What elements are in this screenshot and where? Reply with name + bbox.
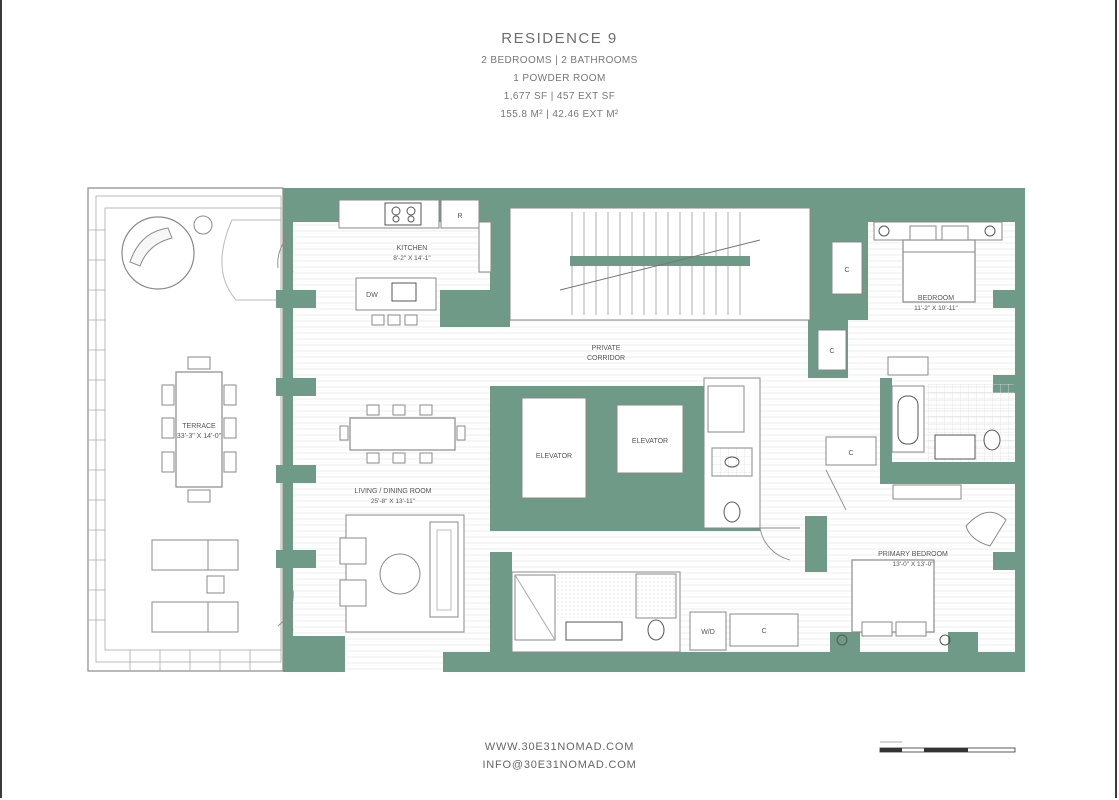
terrace-label: TERRACE	[182, 423, 216, 430]
closet-label-2: C	[829, 348, 834, 355]
elevators: ELEVATOR ELEVATOR	[521, 397, 684, 499]
living-dining-room: LIVING / DINING ROOM 25'-8" X 13'-11"	[339, 404, 466, 633]
elevator-1-label: ELEVATOR	[536, 453, 572, 460]
powder-room	[703, 377, 761, 529]
elevator-2-label: ELEVATOR	[632, 438, 668, 445]
email-link[interactable]: INFO@30E31NOMAD.COM	[482, 759, 637, 771]
bedroom-label: BEDROOM	[918, 295, 954, 302]
refrigerator-label: R	[457, 213, 462, 220]
scale-bar	[879, 741, 1016, 753]
primary-bedroom-label: PRIMARY BEDROOM	[878, 551, 948, 558]
residence-title: RESIDENCE 9	[501, 30, 618, 47]
doors	[277, 231, 847, 631]
powder-room-line: 1 POWDER ROOM	[513, 73, 606, 84]
primary-bathroom: W/D C	[511, 571, 799, 653]
primary-bedroom: PRIMARY BEDROOM 13'-0" X 13'-0"	[836, 484, 1007, 646]
bedroom-dims: 11'-2" X 10'-11"	[914, 305, 958, 312]
contact-footer: WWW.30E31NOMAD.COM INFO@30E31NOMAD.COM	[0, 738, 1119, 774]
kitchen-dims: 8'-2" X 14'-1"	[393, 255, 431, 262]
website-link[interactable]: WWW.30E31NOMAD.COM	[484, 741, 635, 753]
stair-core	[509, 207, 811, 321]
bedroom-bathroom: C	[825, 356, 1014, 466]
residence-header: RESIDENCE 9 2 BEDROOMS | 2 BATHROOMS 1 P…	[0, 30, 1119, 124]
primary-bedroom-dims: 13'-0" X 13'-0"	[892, 561, 934, 568]
private-corridor: PRIVATE CORRIDOR	[587, 345, 625, 362]
square-meters-line: 155.8 M² | 42.46 EXT M²	[500, 109, 619, 120]
bedroom: C C BEDROOM 11'-2" X 10'-11"	[817, 221, 1003, 371]
living-dims: 25'-8" X 13'-11"	[371, 498, 416, 505]
closet-label-3: C	[848, 450, 853, 457]
terrace-dims: 33'-3" X 14'-0"	[177, 433, 222, 440]
kitchen: R DW KITCHEN 8'-2" X 14'-1"	[338, 199, 492, 326]
closet-label-4: C	[761, 628, 766, 635]
kitchen-label: KITCHEN	[397, 245, 428, 252]
dishwasher-label: DW	[366, 292, 378, 299]
bed-bath-line: 2 BEDROOMS | 2 BATHROOMS	[481, 55, 638, 66]
corridor-label-1: PRIVATE	[592, 345, 621, 352]
closet-label-1: C	[844, 267, 849, 274]
living-label: LIVING / DINING ROOM	[354, 488, 431, 495]
square-feet-line: 1,677 SF | 457 EXT SF	[503, 91, 616, 102]
washer-dryer-label: W/D	[701, 629, 715, 636]
corridor-label-2: CORRIDOR	[587, 355, 625, 362]
terrace: TERRACE 33'-3" X 14'-0"	[87, 187, 284, 672]
